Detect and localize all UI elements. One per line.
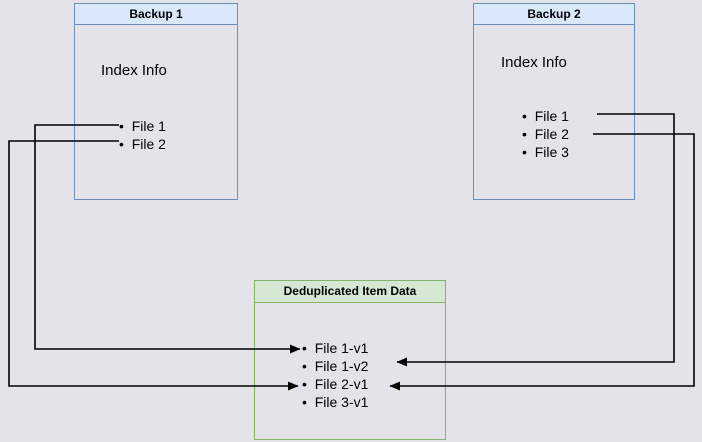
backup2-file-list: File 1File 2File 3	[522, 107, 569, 161]
file-list-item: File 3-v1	[302, 393, 369, 411]
file-list-item: File 1	[119, 117, 166, 135]
backup2-box: Backup 2 Index Info File 1File 2File 3	[473, 3, 635, 200]
file-list-item: File 1	[522, 107, 569, 125]
backup1-title: Backup 1	[75, 4, 237, 25]
file-list-item: File 3	[522, 143, 569, 161]
dedup-file-list: File 1-v1File 1-v2File 2-v1File 3-v1	[302, 339, 369, 411]
deduplicated-item-data-box: Deduplicated Item Data File 1-v1File 1-v…	[254, 280, 446, 440]
file-list-item: File 2	[522, 125, 569, 143]
backup2-index-info-label: Index Info	[501, 54, 567, 71]
file-list-item: File 2	[119, 135, 166, 153]
backup1-file-list: File 1File 2	[119, 117, 166, 153]
backup1-box: Backup 1 Index Info File 1File 2	[74, 3, 238, 200]
file-list-item: File 1-v2	[302, 357, 369, 375]
backup2-title: Backup 2	[474, 4, 634, 25]
file-list-item: File 2-v1	[302, 375, 369, 393]
dedup-title: Deduplicated Item Data	[255, 281, 445, 303]
backup1-index-info-label: Index Info	[101, 62, 167, 79]
file-list-item: File 1-v1	[302, 339, 369, 357]
